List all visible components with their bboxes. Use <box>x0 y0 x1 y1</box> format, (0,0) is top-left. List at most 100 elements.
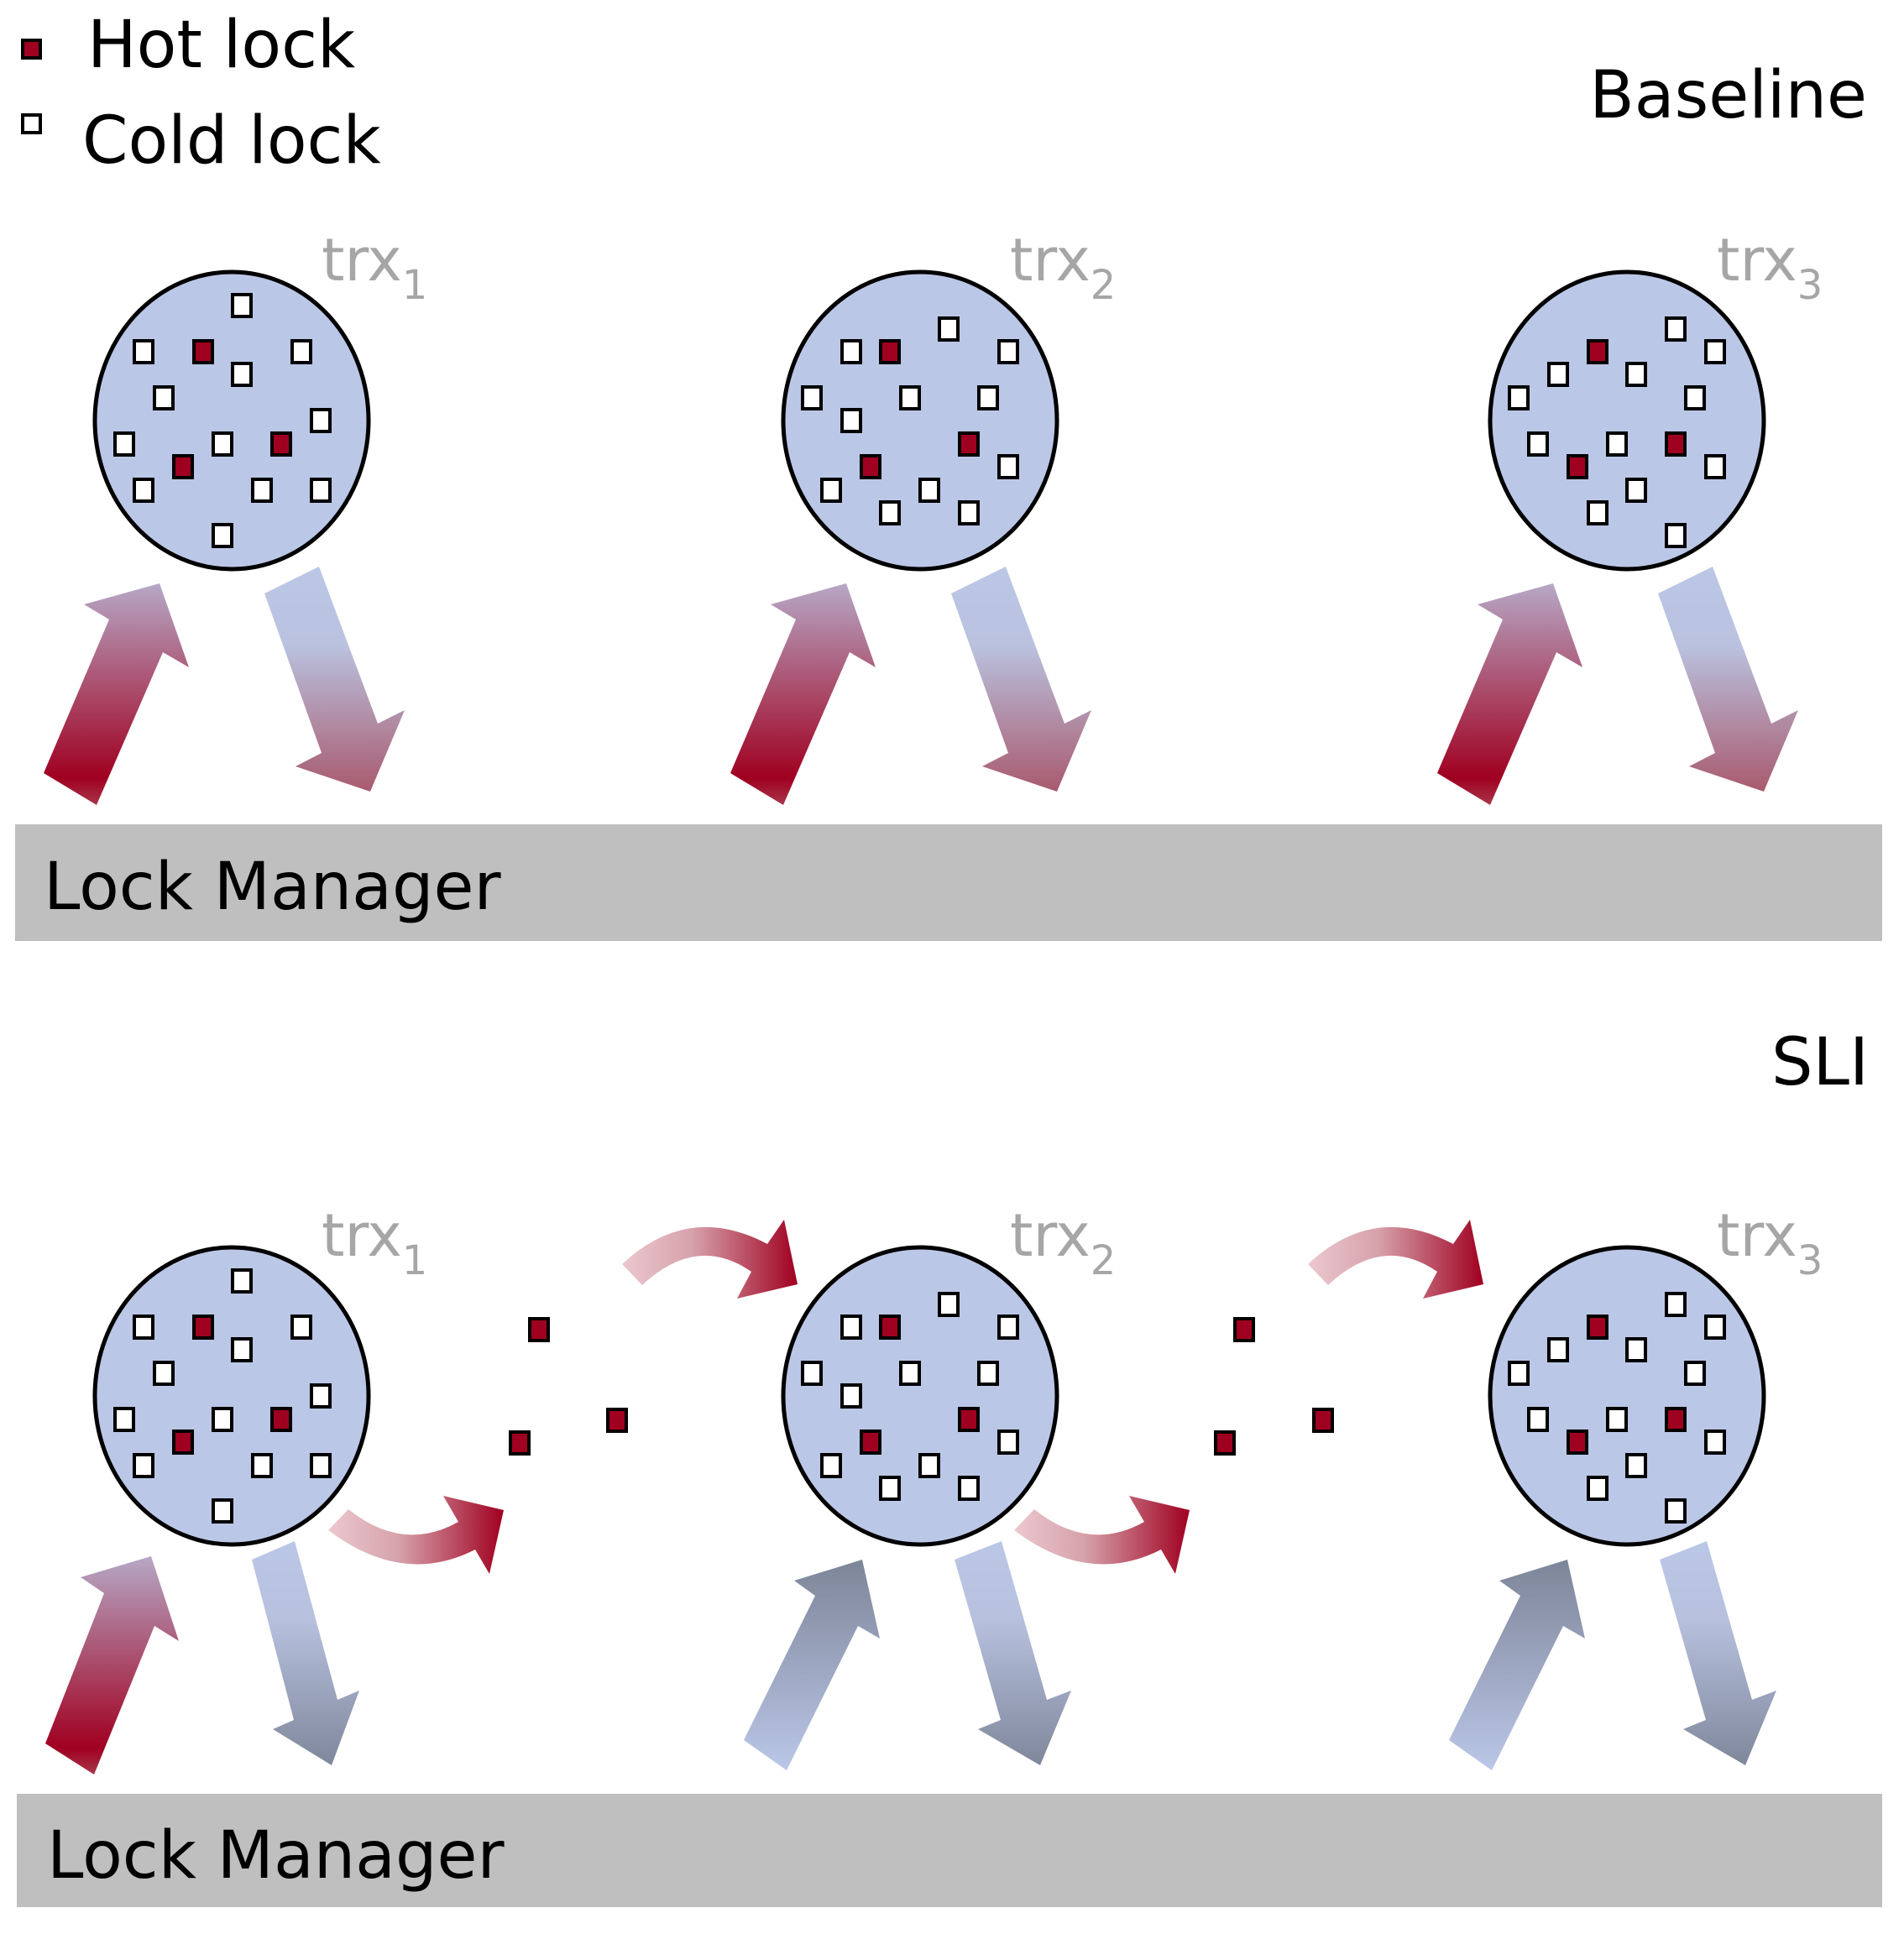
cold-lock-icon <box>153 385 175 410</box>
cold-lock-icon <box>1684 1361 1706 1386</box>
transaction-label: trx2 <box>1010 226 1116 309</box>
release-locks-arrow-icon <box>264 567 405 792</box>
cold-lock-icon <box>310 478 332 503</box>
hot-lock-legend-label: Hot lock <box>87 8 355 83</box>
hot-lock-icon <box>1665 431 1687 457</box>
transaction-3: trx3 <box>1488 1201 1823 1547</box>
cold-lock-icon <box>212 1498 233 1524</box>
cold-lock-icon <box>1704 339 1726 364</box>
transaction-1: trx1 <box>92 226 427 572</box>
cold-lock-icon <box>938 1292 960 1317</box>
cold-lock-icon <box>1665 1498 1687 1524</box>
cold-lock-icon <box>958 1476 980 1501</box>
transaction-label: trx2 <box>1010 1201 1116 1284</box>
cold-lock-icon <box>153 1361 175 1386</box>
cold-lock-icon <box>1704 454 1726 479</box>
acquire-locks-arrow-icon <box>44 583 189 805</box>
hot-lock-icon <box>1665 1407 1687 1432</box>
cold-lock-icon <box>997 454 1019 479</box>
release-locks-arrow-icon <box>1658 567 1798 792</box>
transaction-2: trx2 <box>781 1201 1116 1547</box>
hot-lock-icon <box>1587 339 1608 364</box>
transaction-2: trx2 <box>781 226 1116 572</box>
cold-lock-icon <box>801 1361 823 1386</box>
hot-lock-icon <box>1567 454 1588 479</box>
cold-lock-icon <box>997 1430 1019 1455</box>
cold-lock-icon <box>1704 1430 1726 1455</box>
cold-lock-icon <box>1527 431 1549 457</box>
pass-hot-locks-arrow-icon <box>622 1220 798 1299</box>
cold-lock-icon <box>310 1383 332 1409</box>
acquire-locks-arrow-icon <box>730 583 876 805</box>
cold-lock-icon <box>1547 1337 1569 1362</box>
transaction-subscript: 2 <box>1091 262 1117 309</box>
transaction-name: trx <box>322 1201 402 1270</box>
pass-hot-locks-arrow-icon <box>328 1496 504 1574</box>
cold-lock-icon <box>1606 431 1628 457</box>
hot-lock-icon <box>172 454 194 479</box>
cold-lock-icon <box>997 339 1019 364</box>
cold-lock-icon <box>231 1337 253 1362</box>
release-locks-arrow-icon <box>252 1541 359 1765</box>
baseline-lock-manager: Lock Manager <box>15 824 1882 941</box>
transaction-circle <box>781 1245 1059 1547</box>
sli-lock-manager: Lock Manager <box>17 1794 1882 1907</box>
release-locks-arrow-icon <box>951 567 1091 792</box>
cold-lock-icon <box>212 1407 233 1432</box>
cold-lock-icon <box>1606 1407 1628 1432</box>
cold-lock-icon <box>879 1476 901 1501</box>
transaction-subscript: 2 <box>1091 1237 1117 1284</box>
transaction-subscript: 3 <box>1797 262 1823 309</box>
transaction-1: trx1 <box>92 1201 427 1547</box>
pass-hot-locks-arrow-icon <box>1014 1496 1190 1574</box>
lock-manager-bar <box>17 1794 1882 1907</box>
transaction-name: trx <box>322 226 402 295</box>
cold-lock-icon <box>1665 523 1687 548</box>
cold-lock-icon <box>1625 1453 1647 1478</box>
hot-lock-legend-icon <box>21 39 42 60</box>
cold-lock-icon <box>1508 1361 1530 1386</box>
cold-lock-legend-icon <box>21 113 42 134</box>
cold-lock-icon <box>1665 316 1687 342</box>
transaction-circle <box>1488 1245 1766 1547</box>
acquire-cold-locks-arrow-icon <box>1449 1560 1585 1770</box>
transaction-subscript: 3 <box>1797 1237 1823 1284</box>
cold-lock-icon <box>133 1453 154 1478</box>
cold-lock-icon <box>231 293 253 318</box>
transaction-label: trx3 <box>1717 226 1823 309</box>
cold-lock-icon <box>1625 362 1647 387</box>
transaction-subscript: 1 <box>402 1237 428 1284</box>
cold-lock-icon <box>212 523 233 548</box>
cold-lock-icon <box>1684 385 1706 410</box>
transaction-label: trx3 <box>1717 1201 1823 1284</box>
cold-lock-icon <box>1625 478 1647 503</box>
cold-lock-icon <box>1527 1407 1549 1432</box>
cold-lock-icon <box>879 500 901 525</box>
hot-lock-icon <box>860 1430 881 1455</box>
transaction-circle <box>781 269 1059 572</box>
passed-hot-lock-icon <box>1214 1430 1236 1456</box>
cold-lock-icon <box>231 362 253 387</box>
cold-lock-icon <box>918 478 940 503</box>
transaction-name: trx <box>1010 1201 1091 1270</box>
transaction-label: trx1 <box>322 1201 427 1284</box>
cold-lock-icon <box>958 500 980 525</box>
cold-lock-icon <box>977 1361 999 1386</box>
cold-lock-icon <box>840 408 862 433</box>
cold-lock-icon <box>133 339 154 364</box>
hot-lock-icon <box>1567 1430 1588 1455</box>
sli-panel-title: SLI <box>1771 1025 1869 1100</box>
cold-lock-icon <box>1665 1292 1687 1317</box>
hot-lock-icon <box>958 1407 980 1432</box>
cold-lock-icon <box>977 385 999 410</box>
transaction-name: trx <box>1717 1201 1797 1270</box>
hot-lock-icon <box>172 1430 194 1455</box>
cold-lock-icon <box>1704 1315 1726 1340</box>
cold-lock-icon <box>801 385 823 410</box>
cold-lock-icon <box>840 1383 862 1409</box>
release-cold-locks-arrow-icon <box>1660 1541 1776 1765</box>
cold-lock-icon <box>820 1453 842 1478</box>
hot-lock-icon <box>1587 1315 1608 1340</box>
